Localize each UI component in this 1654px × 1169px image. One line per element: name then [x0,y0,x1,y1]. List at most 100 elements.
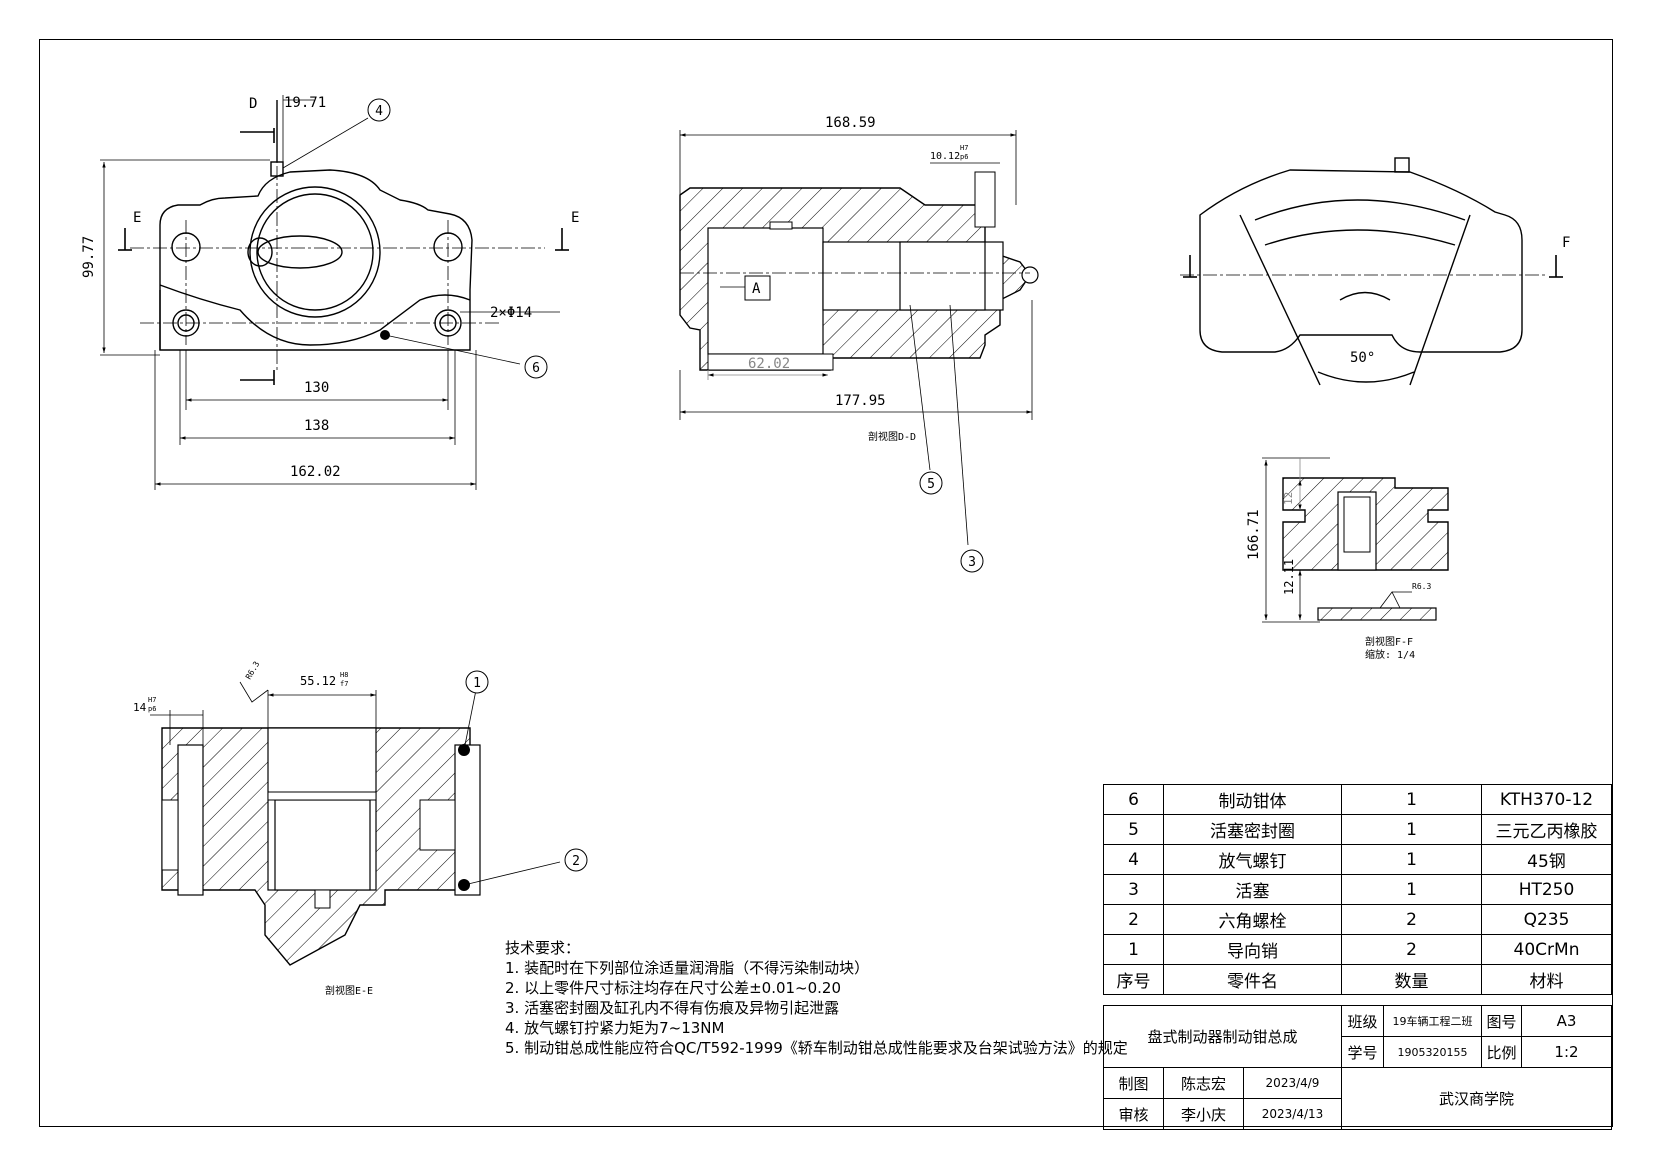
bom-header-qty: 数量 [1341,964,1482,995]
caption-section-e: 剖视图E-E [325,984,373,997]
dim-f-166: 166.71 [1246,509,1262,560]
caliper-body-outline [159,169,473,351]
dim-177: 177.95 [835,393,886,409]
section-d-dims: 168.59 10.12 H7 p6 A 62.02 177.95 剖视图D-D [748,115,968,443]
bom-name: 导向销 [1163,934,1342,965]
bom-row: 3 活塞 1 HT250 [1103,874,1612,905]
bleed-port [257,235,343,269]
dim-f-12-11: 12.11 [1282,559,1296,595]
datum-a: A [752,281,761,297]
balloons [367,98,984,872]
bom-header-no: 序号 [1103,964,1164,995]
balloon-1-label: 1 [473,676,481,691]
dim-hole: 2×Φ14 [490,305,532,321]
bom-material: 40CrMn [1481,934,1612,965]
dim-130: 130 [304,380,329,396]
scale-value: 1:2 [1521,1036,1612,1068]
note-3: 3. 活塞密封圈及缸孔内不得有伤痕及异物引起泄露 [505,999,840,1017]
bom-no: 2 [1103,904,1164,935]
bom-material: Q235 [1481,904,1612,935]
bom-no: 5 [1103,814,1164,845]
front-view [159,100,473,351]
section-e-pin-left [177,744,204,896]
piston-bore [249,186,381,318]
note-1: 1. 装配时在下列部位涂适量润滑脂（不得污染制动块） [505,959,870,977]
balloon-6-dot [380,330,390,340]
scale-label: 比例 [1481,1036,1522,1068]
dim-e-55-upper: H8 [340,671,348,679]
school-name: 武汉商学院 [1341,1067,1612,1130]
dim-d-mark: D [249,96,257,112]
section-e-pin-right [454,744,481,896]
balloon-5-label: 5 [927,477,935,492]
dim-e-14-upper: H7 [148,696,156,704]
side-body-outline [1199,169,1523,353]
section-mark-e-left: E [133,210,141,226]
checked-date: 2023/4/13 [1243,1098,1342,1130]
dim-162: 162.02 [290,464,341,480]
bom-qty: 1 [1341,844,1482,875]
note-5: 5. 制动钳总成性能应符合QC/T592-1999《轿车制动钳总成性能要求及台架… [505,1039,1128,1057]
section-mark-e-right: E [571,210,579,226]
caption-section-f: 剖视图F-F [1365,635,1413,648]
dim-e-55-lower: f7 [340,680,348,688]
class-value: 19车辆工程二班 [1383,1005,1482,1037]
bom-header-name: 零件名 [1163,964,1342,995]
bom-no: 6 [1103,784,1164,815]
bom-material: 三元乙丙橡胶 [1481,814,1612,845]
checked-name: 李小庆 [1163,1098,1244,1130]
class-label: 班级 [1341,1005,1384,1037]
front-view-dims: D 19.71 99.77 E E 2×Φ14 130 138 162.02 [81,95,579,480]
bom-name: 制动钳体 [1163,784,1342,815]
balloon-5 [919,471,943,495]
student-id-label: 学号 [1341,1036,1384,1068]
bom-no: 3 [1103,874,1164,905]
bom-row: 6 制动钳体 1 KTH370-12 [1103,784,1612,815]
bom-no: 1 [1103,934,1164,965]
bom-name: 六角螺栓 [1163,904,1342,935]
note-2: 2. 以上零件尺寸标注均存在尺寸公差±0.01~0.20 [505,979,842,997]
bom-name: 放气螺钉 [1163,844,1342,875]
dim-e-14: 14 [133,701,147,714]
section-d-view [679,130,1039,546]
bom-row: 4 放气螺钉 1 45钢 [1103,844,1612,875]
balloon-3 [960,549,984,573]
title-block: 盘式制动器制动钳总成 班级 19车辆工程二班 图号 A3 学号 19053201… [1103,1005,1612,1130]
drawn-name: 陈志宏 [1163,1067,1244,1099]
balloon-6-label: 6 [532,361,540,376]
bom-name: 活塞 [1163,874,1342,905]
dim-angle-50: 50° [1350,350,1375,366]
bom-header-material: 材料 [1481,964,1612,995]
side-bleed-screw [1394,157,1410,173]
dim-e-55: 55.12 [300,674,336,688]
dim-62: 62.02 [748,356,790,372]
bom-qty: 1 [1341,874,1482,905]
dim-e-14-lower: p6 [148,705,156,713]
notes-heading: 技术要求： [505,939,581,957]
bom-qty: 2 [1341,904,1482,935]
dim-138: 138 [304,418,329,434]
balloon-2-label: 2 [572,854,580,869]
balloon-4-label: 4 [375,104,383,119]
bom-row: 2 六角螺栓 2 Q235 [1103,904,1612,935]
bom-no: 4 [1103,844,1164,875]
bom-qty: 1 [1341,814,1482,845]
balloon-6 [524,355,548,379]
section-f-view [1262,457,1449,623]
drawn-date: 2023/4/9 [1243,1067,1342,1099]
drawing-no-value: A3 [1521,1005,1612,1037]
dim-fit-10: 10.12 [930,151,960,162]
bom-material: KTH370-12 [1481,784,1612,815]
section-mark-f: F [1562,235,1570,251]
side-view [1199,157,1523,386]
bom-row: 1 导向销 2 40CrMn [1103,934,1612,965]
section-f-plate [1317,607,1437,621]
caption-section-d: 剖视图D-D [868,430,916,443]
student-id-value: 1905320155 [1383,1036,1482,1068]
checked-label: 审核 [1103,1098,1164,1130]
balloon-3-label: 3 [968,555,976,570]
balloon-2 [564,848,588,872]
section-e-piston [274,799,371,891]
bom-qty: 2 [1341,934,1482,965]
